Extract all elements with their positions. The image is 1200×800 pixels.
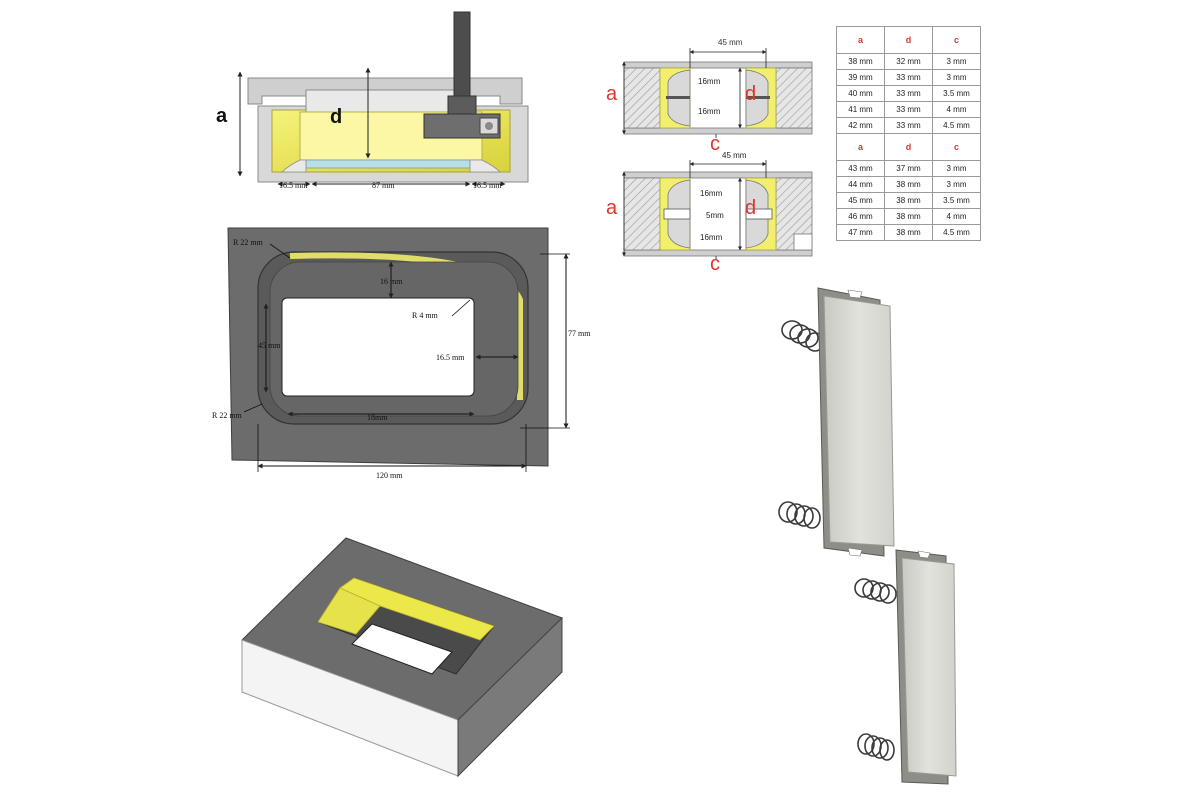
table-cell: 4.5 mm	[932, 117, 981, 134]
table-group-2: a d c 43 mm 37 mm 3 mm 44 mm 38 mm 3 mm …	[836, 133, 981, 241]
cs1-label-d: d	[745, 83, 756, 105]
dim-120: 120 mm	[376, 471, 403, 480]
cs2-lower: 16mm	[700, 233, 723, 242]
table-group-1: a d c 38 mm 32 mm 3 mm 39 mm 33 mm 3 mm …	[836, 26, 981, 134]
spec-table: a d c 38 mm 32 mm 3 mm 39 mm 33 mm 3 mm …	[836, 26, 981, 241]
table-cell: 3 mm	[932, 53, 981, 70]
cross-section-2	[622, 160, 813, 260]
table-header-row: a d c	[836, 133, 981, 161]
header-c: c	[932, 133, 981, 161]
table-cell: 47 mm	[836, 224, 885, 241]
header-d: d	[884, 26, 933, 54]
dim-16: 16 mm	[380, 277, 403, 286]
table-cell: 33 mm	[884, 101, 933, 118]
cross-section-1	[622, 48, 813, 138]
cs2-label-d: d	[745, 197, 756, 219]
header-c: c	[932, 26, 981, 54]
cs2-middle: 5mm	[706, 211, 724, 220]
dim-left: 16.5 mm	[279, 181, 308, 190]
table-cell: 43 mm	[836, 160, 885, 177]
cs1-upper: 16mm	[698, 77, 721, 86]
table-cell: 4 mm	[932, 101, 981, 118]
table-cell: 37 mm	[884, 160, 933, 177]
table-cell: 4.5 mm	[932, 224, 981, 241]
label-a: a	[216, 105, 228, 127]
radius-inner: R 4 mm	[412, 311, 439, 320]
radius-bottom: R 22 mm	[212, 411, 243, 420]
header-a: a	[836, 133, 885, 161]
header-a: a	[836, 26, 885, 54]
spring-plate-photo-1	[778, 287, 895, 557]
mold-top-view	[227, 227, 570, 472]
table-cell: 3 mm	[932, 69, 981, 86]
table-cell: 33 mm	[884, 117, 933, 134]
table-row: 40 mm 33 mm 3.5 mm	[836, 85, 981, 102]
header-d: d	[884, 133, 933, 161]
cs2-label-c: c	[710, 253, 720, 275]
spring-plate-photo-2	[854, 549, 957, 785]
dim-77: 77 mm	[568, 329, 591, 338]
table-cell: 32 mm	[884, 53, 933, 70]
table-cell: 46 mm	[836, 208, 885, 225]
table-row: 45 mm 38 mm 3.5 mm	[836, 192, 981, 209]
table-cell: 3.5 mm	[932, 192, 981, 209]
table-cell: 38 mm	[884, 192, 933, 209]
table-header-row: a d c	[836, 26, 981, 54]
table-row: 43 mm 37 mm 3 mm	[836, 160, 981, 177]
spring-lower-1	[778, 501, 821, 529]
dim-45: 45 mm	[258, 341, 281, 350]
table-cell: 3.5 mm	[932, 85, 981, 102]
table-cell: 42 mm	[836, 117, 885, 134]
table-cell: 40 mm	[836, 85, 885, 102]
table-cell: 38 mm	[836, 53, 885, 70]
dim-middle: 87 mm	[372, 181, 395, 190]
cs1-label-a: a	[606, 83, 618, 105]
table-cell: 33 mm	[884, 69, 933, 86]
spring-upper-1	[781, 320, 825, 352]
table-cell: 38 mm	[884, 176, 933, 193]
table-row: 46 mm 38 mm 4 mm	[836, 208, 981, 225]
cs1-lower: 16mm	[698, 107, 721, 116]
table-cell: 4 mm	[932, 208, 981, 225]
cs2-width: 45 mm	[722, 151, 747, 160]
table-row: 39 mm 33 mm 3 mm	[836, 69, 981, 86]
dim-18: 18mm	[367, 413, 388, 422]
table-row: 47 mm 38 mm 4.5 mm	[836, 224, 981, 241]
table-cell: 39 mm	[836, 69, 885, 86]
table-cell: 3 mm	[932, 160, 981, 177]
mold-section-view	[237, 11, 529, 187]
table-row: 38 mm 32 mm 3 mm	[836, 53, 981, 70]
spring-upper-2	[854, 578, 897, 604]
cs2-upper: 16mm	[700, 189, 723, 198]
table-row: 44 mm 38 mm 3 mm	[836, 176, 981, 193]
cs1-width: 45 mm	[718, 38, 743, 47]
mold-isometric-view	[241, 537, 563, 778]
label-d: d	[330, 106, 342, 128]
cs2-label-a: a	[606, 197, 618, 219]
table-row: 41 mm 33 mm 4 mm	[836, 101, 981, 118]
table-cell: 33 mm	[884, 85, 933, 102]
radius-top: R 22 mm	[233, 238, 264, 247]
dim-right: 16.5 mm	[473, 181, 502, 190]
table-cell: 41 mm	[836, 101, 885, 118]
dim-16-5: 16.5 mm	[436, 353, 465, 362]
table-cell: 44 mm	[836, 176, 885, 193]
table-cell: 3 mm	[932, 176, 981, 193]
table-cell: 38 mm	[884, 224, 933, 241]
spring-lower-2	[857, 733, 895, 761]
table-cell: 38 mm	[884, 208, 933, 225]
table-cell: 45 mm	[836, 192, 885, 209]
table-row: 42 mm 33 mm 4.5 mm	[836, 117, 981, 134]
cs1-label-c: c	[710, 133, 720, 155]
